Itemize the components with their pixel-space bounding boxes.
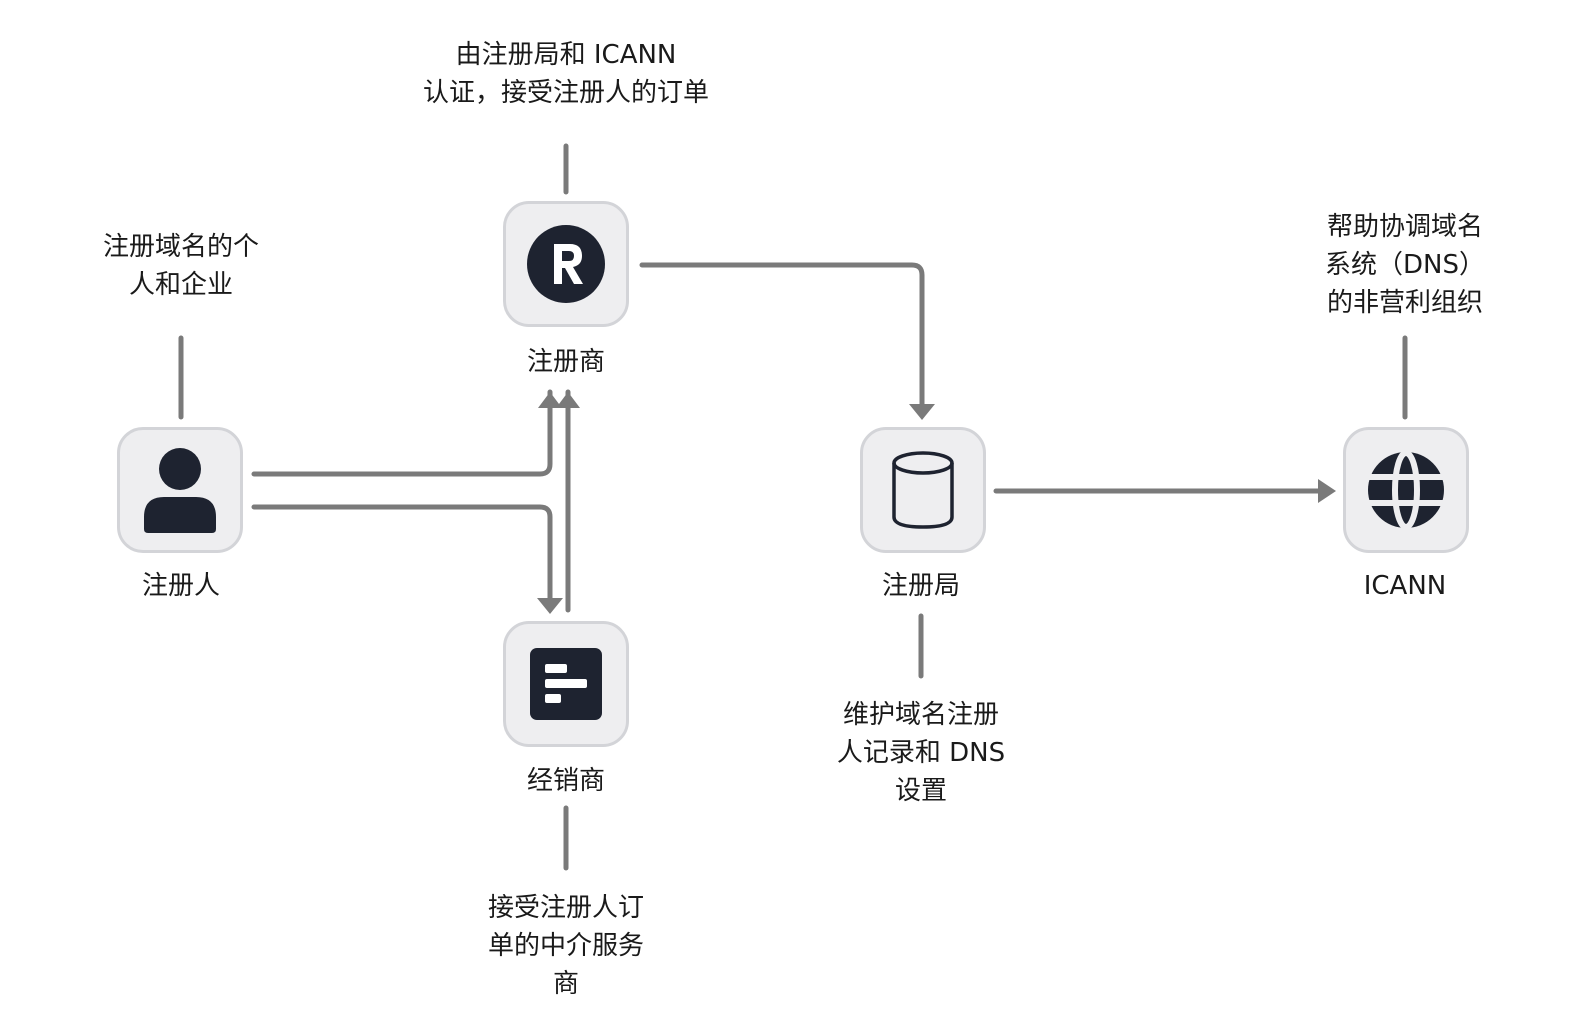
registrant-node[interactable] <box>117 427 243 553</box>
registry-node[interactable] <box>860 427 986 553</box>
arrowhead-down-registry <box>909 404 935 420</box>
registrar-label: 注册商 <box>526 347 605 377</box>
registrar-to-registry-arrow <box>639 262 925 413</box>
registry-label: 注册局 <box>881 571 960 601</box>
reseller-label: 经销商 <box>526 766 605 796</box>
registrar-note: 由注册局和 ICANN 认证，接受注册人的订单 <box>422 40 709 108</box>
arrowhead-right-icann <box>1318 479 1336 503</box>
database-cylinder-icon <box>892 451 954 529</box>
person-icon <box>144 448 216 533</box>
registrant-to-reseller-arrow <box>251 504 553 609</box>
registered-r-icon <box>527 225 605 303</box>
arrowhead-up-2 <box>556 392 580 408</box>
icann-node[interactable] <box>1343 427 1469 553</box>
icann-note: 帮助协调域名 系统（DNS） 的非营利组织 <box>1325 212 1485 318</box>
registry-note: 维护域名注册 人记录和 DNS 设置 <box>836 700 1006 806</box>
arrowhead-down-reseller <box>537 598 563 614</box>
registrar-node[interactable] <box>503 201 629 327</box>
globe-icon <box>1368 450 1444 530</box>
reseller-note: 接受注册人订 单的中介服务 商 <box>487 893 644 999</box>
icann-label: ICANN <box>1363 571 1447 601</box>
bars-chart-icon <box>530 648 602 720</box>
reseller-node[interactable] <box>503 621 629 747</box>
registrant-to-registrar-arrow <box>251 389 553 477</box>
registrant-note: 注册域名的个 人和企业 <box>102 232 259 300</box>
registrant-label: 注册人 <box>141 571 220 601</box>
arrowhead-up-1 <box>538 392 562 408</box>
